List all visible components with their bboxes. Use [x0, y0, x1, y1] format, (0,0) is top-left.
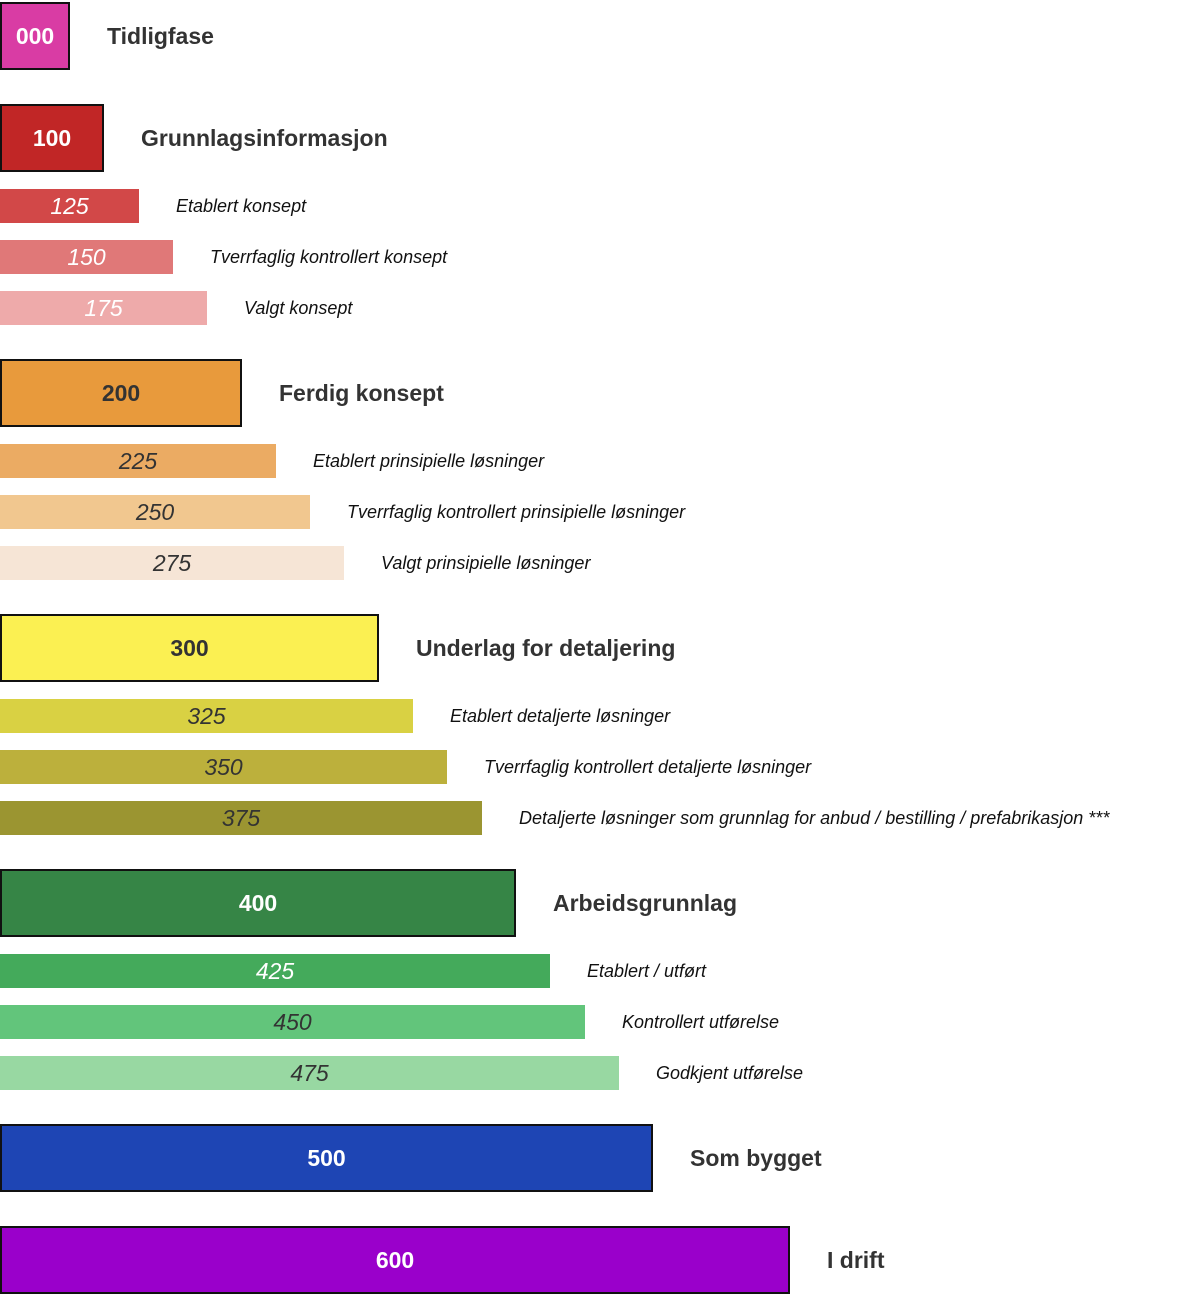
level-code: 450	[273, 1008, 312, 1035]
level-bar-425: 425	[0, 954, 550, 988]
level-label-300: Underlag for detaljering	[416, 634, 676, 661]
level-code: 225	[118, 447, 158, 474]
level-label-125: Etablert konsept	[176, 195, 307, 216]
level-label-475: Godkjent utførelse	[656, 1062, 804, 1083]
level-bar-250: 250	[0, 495, 310, 529]
level-bar-475: 475	[0, 1056, 619, 1090]
level-bar-000: 000	[0, 2, 70, 70]
level-bar-500: 500	[0, 1124, 653, 1192]
level-code: 500	[307, 1144, 346, 1171]
level-code: 375	[221, 804, 261, 831]
level-bar-400: 400	[0, 869, 516, 937]
level-label-425: Etablert / utført	[587, 960, 707, 981]
level-code: 325	[187, 702, 226, 729]
level-label-325: Etablert detaljerte løsninger	[450, 705, 671, 726]
level-bar-375: 375	[0, 801, 482, 835]
level-label-400: Arbeidsgrunnlag	[553, 889, 738, 916]
level-bar-225: 225	[0, 444, 276, 478]
level-code: 275	[152, 549, 192, 576]
level-label-350: Tverrfaglig kontrollert detaljerte løsni…	[484, 756, 812, 777]
level-bar-300: 300	[0, 614, 379, 682]
level-label-600: I drift	[827, 1246, 885, 1273]
level-bar-450: 450	[0, 1005, 585, 1039]
level-bar-125: 125	[0, 189, 139, 223]
level-code: 150	[67, 243, 106, 270]
level-bar-350: 350	[0, 750, 447, 784]
level-code: 300	[170, 634, 209, 661]
level-label-250: Tverrfaglig kontrollert prinsipielle løs…	[347, 501, 686, 522]
level-code: 475	[290, 1059, 329, 1086]
level-label-100: Grunnlagsinformasjon	[141, 124, 388, 151]
level-bar-100: 100	[0, 104, 104, 172]
level-bar-150: 150	[0, 240, 173, 274]
level-code: 350	[204, 753, 243, 780]
level-label-225: Etablert prinsipielle løsninger	[313, 450, 545, 471]
level-bar-275: 275	[0, 546, 344, 580]
level-bar-325: 325	[0, 699, 413, 733]
level-bar-600: 600	[0, 1226, 790, 1294]
level-label-500: Som bygget	[690, 1144, 822, 1171]
level-label-000: Tidligfase	[107, 22, 214, 49]
level-code: 425	[255, 957, 295, 984]
level-label-275: Valgt prinsipielle løsninger	[381, 552, 591, 573]
level-code: 600	[375, 1246, 415, 1273]
level-bar-200: 200	[0, 359, 242, 427]
level-code: 200	[101, 379, 141, 406]
level-code: 125	[50, 192, 89, 219]
level-label-450: Kontrollert utførelse	[622, 1011, 780, 1032]
level-code: 000	[15, 22, 55, 49]
level-label-375: Detaljerte løsninger som grunnlag for an…	[519, 807, 1110, 828]
level-code: 250	[135, 498, 175, 525]
level-label-150: Tverrfaglig kontrollert konsept	[210, 246, 448, 267]
level-code: 400	[238, 889, 278, 916]
level-label-175: Valgt konsept	[244, 297, 353, 318]
level-code: 100	[32, 124, 72, 151]
level-bar-175: 175	[0, 291, 207, 325]
level-code: 175	[84, 294, 123, 321]
level-label-200: Ferdig konsept	[279, 379, 444, 406]
